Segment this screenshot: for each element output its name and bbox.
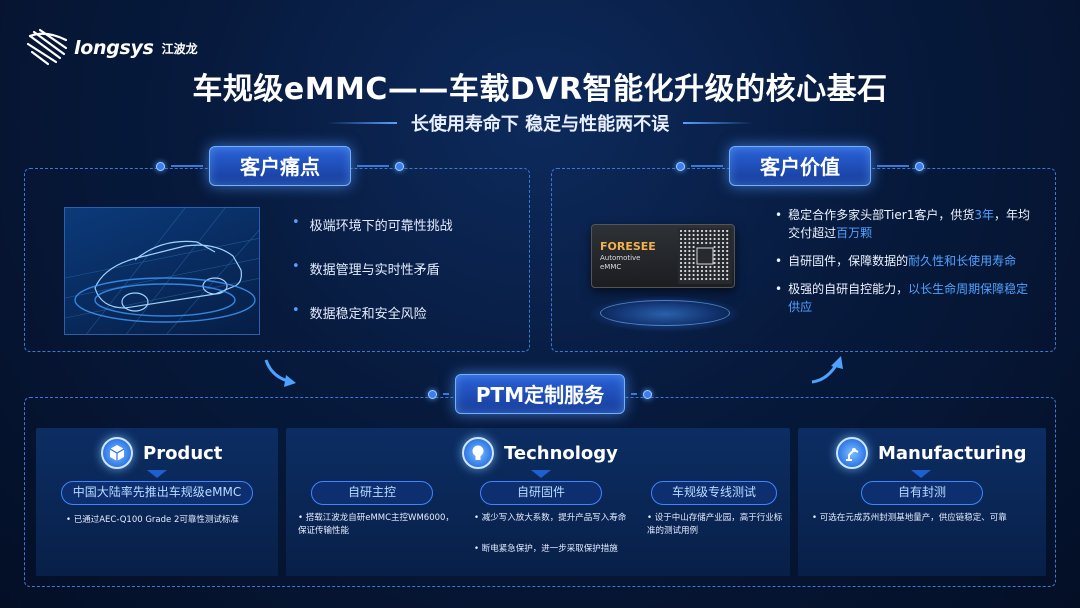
pain-item-text: 数据管理与实时性矛盾 xyxy=(309,263,440,278)
manufacturing-tag: 自有封测 xyxy=(861,481,983,505)
chip-sub-line2: eMMC xyxy=(600,263,622,271)
manufacturing-notch xyxy=(911,470,931,478)
technology-notch xyxy=(531,470,551,478)
tech-testing-bullet: • 设于中山存储产业园，高于行业标准的测试用例 xyxy=(647,513,783,536)
brand-logo: longsys 江波龙 xyxy=(26,28,226,68)
arrow-up-right-icon xyxy=(811,356,843,384)
subtitle-right-line xyxy=(683,122,754,124)
list-item: •数据管理与实时性矛盾 xyxy=(292,259,440,278)
product-title: Product xyxy=(143,442,223,464)
product-bullet: • 已通过AEC-Q100 Grade 2可靠性测试标准 xyxy=(66,515,239,525)
subtitle-row: 长使用寿命下 稳定与性能两不误 xyxy=(0,110,1080,136)
pain-dot-right xyxy=(395,161,404,171)
value-header-row: 客户价值 xyxy=(676,146,924,186)
value-item-text: 稳定合作多家头部Tier1客户，供货3年，年均交付超过百万颗 xyxy=(788,208,1030,240)
product-tag: 中国大陆率先推出车规级eMMC xyxy=(61,481,253,505)
cube-icon xyxy=(101,437,133,469)
technology-title: Technology xyxy=(504,442,618,464)
value-list: •稳定合作多家头部Tier1客户，供货3年，年均交付超过百万颗 •自研固件，保障… xyxy=(775,206,1037,326)
pain-item-text: 数据稳定和安全风险 xyxy=(309,307,427,322)
list-item: •稳定合作多家头部Tier1客户，供货3年，年均交付超过百万颗 xyxy=(775,206,1037,242)
product-head: Product xyxy=(101,437,222,469)
list-item: •极端环境下的可靠性挑战 xyxy=(292,215,453,234)
list-item: •极强的自研自控能力，以长生命周期保障稳定供应 xyxy=(775,280,1037,316)
value-item-text: 极强的自研自控能力，以长生命周期保障稳定供应 xyxy=(788,282,1029,314)
page-title: 车规级eMMC——车载DVR智能化升级的核心基石 xyxy=(192,72,888,107)
arrow-down-right-icon xyxy=(264,359,296,387)
brand-name: longsys xyxy=(74,37,154,59)
ptm-header-row: PTM定制服务 xyxy=(428,374,652,414)
subtitle-left-line xyxy=(326,122,397,124)
tech-firmware-bullet-1: • 减少写入放大系数，提升产品写入寿命 xyxy=(474,513,627,523)
value-item-text: 自研固件，保障数据的耐久性和长使用寿命 xyxy=(788,254,1017,268)
car-illustration xyxy=(64,207,260,335)
chip-ring xyxy=(600,300,730,326)
tech-firmware-bullet-2: • 断电紧急保护，进一步采取保护措施 xyxy=(474,544,618,554)
lightbulb-icon xyxy=(462,437,494,469)
ptm-header: PTM定制服务 xyxy=(455,374,625,414)
car-wireframe-icon xyxy=(65,208,259,334)
product-notch xyxy=(147,470,167,478)
pain-item-text: 极端环境下的可靠性挑战 xyxy=(309,219,453,234)
value-dot-left xyxy=(676,161,685,171)
tech-controller-bullet: • 搭载江波龙自研eMMC主控WM6000，保证传输性能 xyxy=(298,513,454,536)
robot-arm-icon xyxy=(836,437,868,469)
brand-cn: 江波龙 xyxy=(161,41,198,56)
tech-tag-firmware: 自研固件 xyxy=(480,481,602,505)
ptm-dot-right xyxy=(643,389,652,399)
manufacturing-head: Manufacturing xyxy=(836,437,1027,469)
tech-tag-testing: 车规级专线测试 xyxy=(651,481,777,505)
technology-head: Technology xyxy=(462,437,618,469)
list-item: •自研固件，保障数据的耐久性和长使用寿命 xyxy=(775,254,1017,268)
pain-header-row: 客户痛点 xyxy=(150,146,404,186)
page-subtitle: 长使用寿命下 稳定与性能两不误 xyxy=(410,114,670,135)
pain-list: •极端环境下的可靠性挑战 •数据管理与实时性矛盾 •数据稳定和安全风险 xyxy=(292,215,512,347)
list-item: •数据稳定和安全风险 xyxy=(292,303,427,322)
pain-dot-left xyxy=(156,161,165,171)
manufacturing-bullet: • 可选在元成苏州封测基地量产，供应链稳定、可靠 xyxy=(812,513,1007,523)
manufacturing-title: Manufacturing xyxy=(878,442,1027,464)
chip-brand: FORESEE xyxy=(600,240,656,253)
ptm-dot-left xyxy=(428,389,437,399)
chip-sub-line1: Automotive xyxy=(600,254,641,262)
tech-tag-controller: 自研主控 xyxy=(311,481,433,505)
value-dot-right xyxy=(915,161,924,171)
pain-header: 客户痛点 xyxy=(209,146,351,186)
logo-mark-icon xyxy=(26,28,68,66)
chip-pad-grid-icon xyxy=(678,228,732,284)
chip-subtitle: Automotive eMMC xyxy=(600,254,641,272)
value-header: 客户价值 xyxy=(729,146,871,186)
